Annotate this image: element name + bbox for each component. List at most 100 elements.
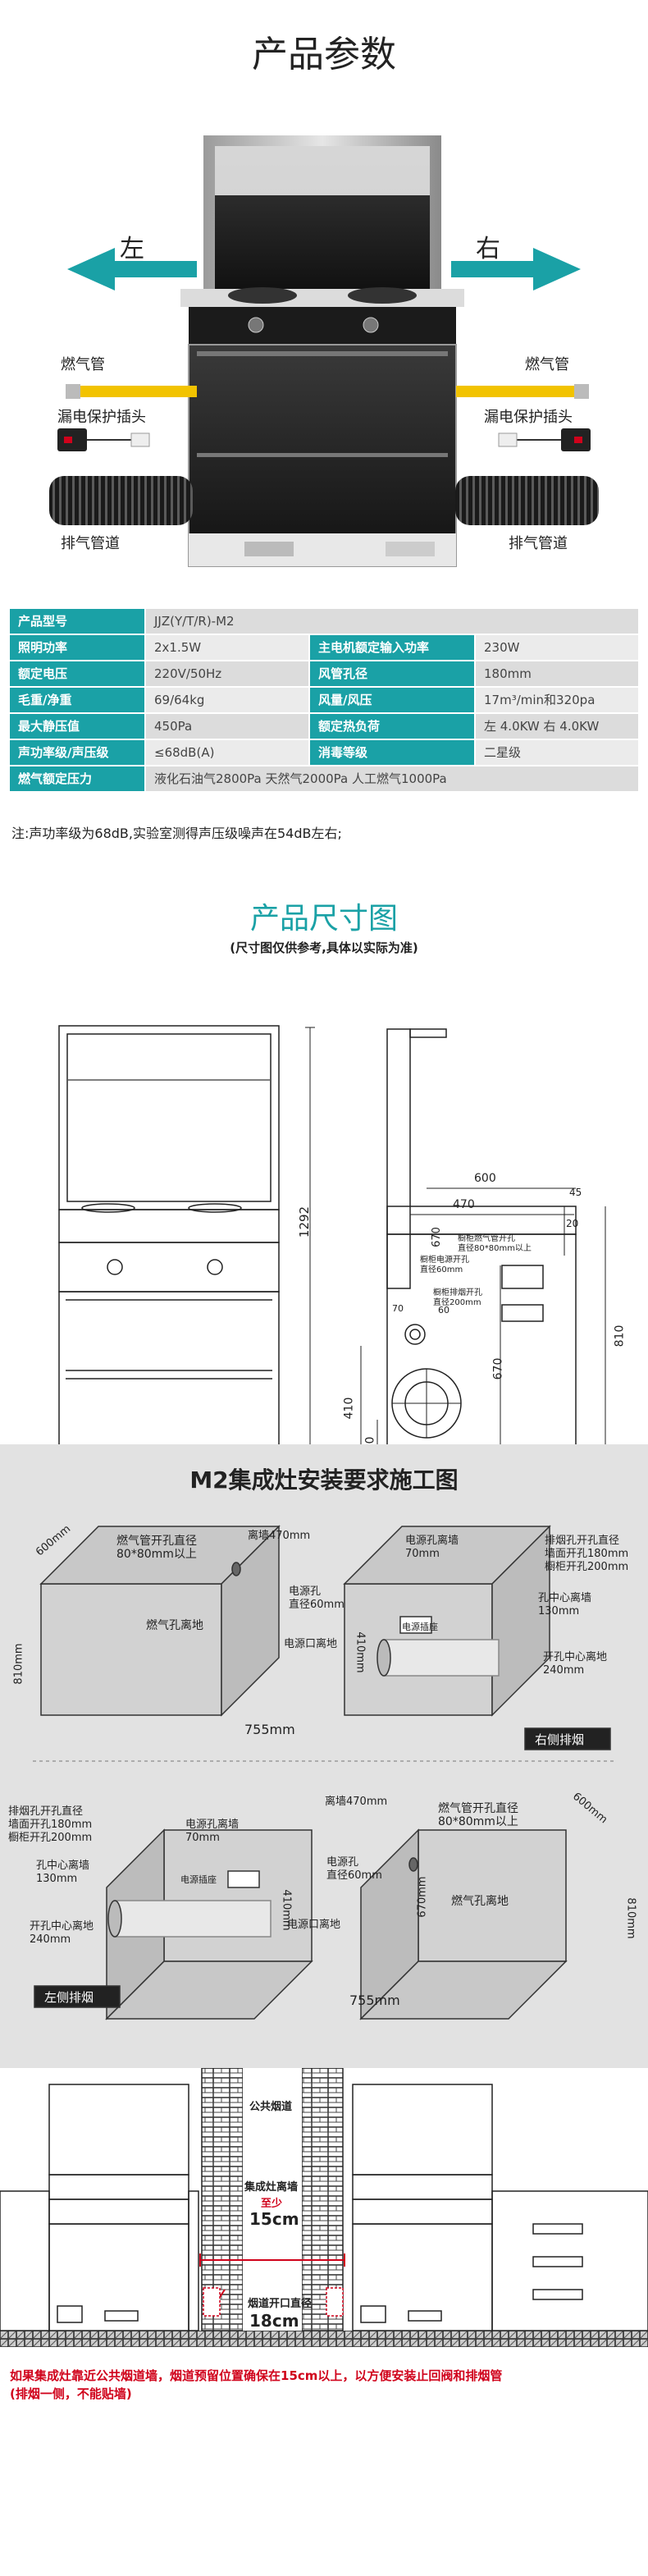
spec-label: 照明功率 (10, 635, 144, 660)
spec-row: 燃气额定压力 液化石油气2800Pa 天然气2000Pa 人工燃气1000Pa (10, 766, 638, 793)
spec-row: 额定电压 220V/50Hz 风管孔径 180mm (10, 661, 638, 688)
ra-wall470: 离墙470mm (248, 1530, 311, 1542)
arrow-left (67, 248, 197, 291)
spec-value: ≤68dB(A) (146, 740, 308, 765)
cooktop (180, 289, 464, 307)
dim-810: 810 (613, 1325, 627, 1347)
spec-value: 180mm (476, 661, 638, 686)
label-right: 右 (476, 235, 500, 263)
la-810: 810mm (624, 1897, 637, 1939)
la-wall470: 离墙470mm (325, 1796, 388, 1808)
callout-exhaust-right: 排气管道 (509, 535, 568, 552)
burner-left (228, 287, 297, 304)
spec-label: 消毒等级 (310, 740, 474, 765)
dim-670: 670 (491, 1357, 505, 1380)
flue-diagram (0, 2068, 648, 2347)
callout-gas-right: 燃气管 (525, 356, 569, 373)
section-subtitle-dimensions: (尺寸图仅供参考,具体以实际为准) (230, 940, 418, 955)
front-view (58, 1025, 280, 1453)
flue-stove-left (0, 2084, 199, 2331)
spec-label: 产品型号 (10, 609, 144, 634)
callout-leak-left: 漏电保护插头 (57, 409, 146, 426)
ra-gas-ground: 燃气孔离地 (146, 1619, 203, 1632)
dim-20: 20 (566, 1218, 579, 1229)
callout-leak-right: 漏电保护插头 (484, 409, 573, 426)
spec-label: 最大静压值 (10, 714, 144, 739)
dim-70: 70 (392, 1303, 404, 1314)
ra-755: 755mm (244, 1722, 295, 1737)
spec-value: 液化石油气2800Pa 天然气2000Pa 人工燃气1000Pa (146, 766, 638, 791)
knob-left (248, 317, 264, 333)
burner-right (348, 287, 417, 304)
section-title-installation: M2集成灶安装要求施工图 (189, 1466, 459, 1494)
dim-670b: 670 (430, 1227, 443, 1247)
flue-stove-right (352, 2084, 648, 2331)
spec-row: 照明功率 2x1.5W 主电机额定输入功率 230W (10, 635, 638, 661)
badge-right-exhaust-label: 右侧排烟 (535, 1732, 585, 1747)
arrow-right (451, 248, 581, 291)
ra-power-ground: 电源口离地 (284, 1638, 338, 1650)
dim-side-depth: 470 (453, 1198, 475, 1211)
spec-label: 声功率级/声压级 (10, 740, 144, 765)
la-power-dia: 电源孔直径60mm (326, 1856, 382, 1882)
flue-dia-label: 烟道开口直径 (248, 2298, 313, 2310)
ra-810: 810mm (12, 1643, 25, 1685)
dim-45: 45 (569, 1187, 582, 1198)
spec-value: 17m³/min和320pa (476, 688, 638, 712)
spec-value: 69/64kg (146, 688, 308, 712)
spec-value: 230W (476, 635, 638, 660)
spec-value: 二星级 (476, 740, 638, 765)
dim-total-height: 1292 (297, 1206, 313, 1238)
spec-label: 风管孔径 (310, 661, 474, 686)
spec-label: 燃气额定压力 (10, 766, 144, 791)
la-gas-ground: 燃气孔离地 (451, 1895, 509, 1908)
side-view (305, 1027, 606, 1453)
gas-pipe-right (456, 386, 579, 397)
dimension-drawing (58, 1025, 606, 1453)
gas-pipe-left (74, 386, 197, 397)
ra-socket: 电源插座 (402, 1622, 438, 1632)
spec-row: 最大静压值 450Pa 额定热负荷 左 4.0KW 右 4.0KW (10, 714, 638, 740)
section-title-dimensions: 产品尺寸图 (249, 902, 398, 936)
spec-label: 额定电压 (10, 661, 144, 686)
flue-label: 公共烟道 (249, 2101, 293, 2113)
installation-boxes (33, 1525, 615, 2020)
dim-side-top: 600 (474, 1172, 496, 1185)
note-hole-exhaust: 橱柜排烟开孔直径200mm (433, 1288, 482, 1307)
section-dimensions: 产品尺寸图 (尺寸图仅供参考,具体以实际为准) (0, 853, 648, 1553)
spec-value: JJZ(Y/T/R)-M2 (146, 609, 638, 634)
flue-dist-label: 集成灶离墙 (244, 2181, 299, 2194)
la-670: 670mm (416, 1876, 429, 1918)
exhaust-pipe-left (49, 476, 193, 525)
section-product-params: 产品参数 (0, 0, 648, 607)
spec-note: 注:声功率级为68dB,实验室测得声压级噪声在54dB左右; (11, 826, 342, 841)
brick-wall-right (301, 2068, 344, 2331)
spec-value: 220V/50Hz (146, 661, 308, 686)
section-flue: 公共烟道 集成灶离墙 至少 15cm 烟道开口直径 18cm 如果集成灶靠近公共… (0, 2068, 648, 2576)
badge-left-exhaust-label: 左侧排烟 (44, 1990, 94, 2005)
spec-label: 风量/风压 (310, 688, 474, 712)
flue-warning: 如果集成灶靠近公共烟道墙，烟道预留位置确保在15cm以上，以方便安装止回阀和排烟… (10, 2368, 503, 2401)
spec-table: 产品型号 JJZ(Y/T/R)-M2 照明功率 2x1.5W 主电机额定输入功率… (0, 607, 648, 853)
spec-value: 左 4.0KW 右 4.0KW (476, 714, 638, 739)
flue-dist-value: 15cm (249, 2209, 299, 2229)
la-power-ground: 电源口离地 (287, 1919, 341, 1931)
knob-right (363, 317, 379, 333)
badge-left-exhaust (34, 1985, 121, 2008)
la-socket: 电源插座 (180, 1874, 217, 1885)
spec-row: 毛重/净重 69/64kg 风量/风压 17m³/min和320pa (10, 688, 638, 714)
control-panel (189, 307, 456, 345)
callout-exhaust-left: 排气管道 (61, 535, 120, 552)
spec-label: 毛重/净重 (10, 688, 144, 712)
dim-410: 410 (342, 1397, 356, 1420)
spec-row: 产品型号 JJZ(Y/T/R)-M2 (10, 609, 638, 635)
